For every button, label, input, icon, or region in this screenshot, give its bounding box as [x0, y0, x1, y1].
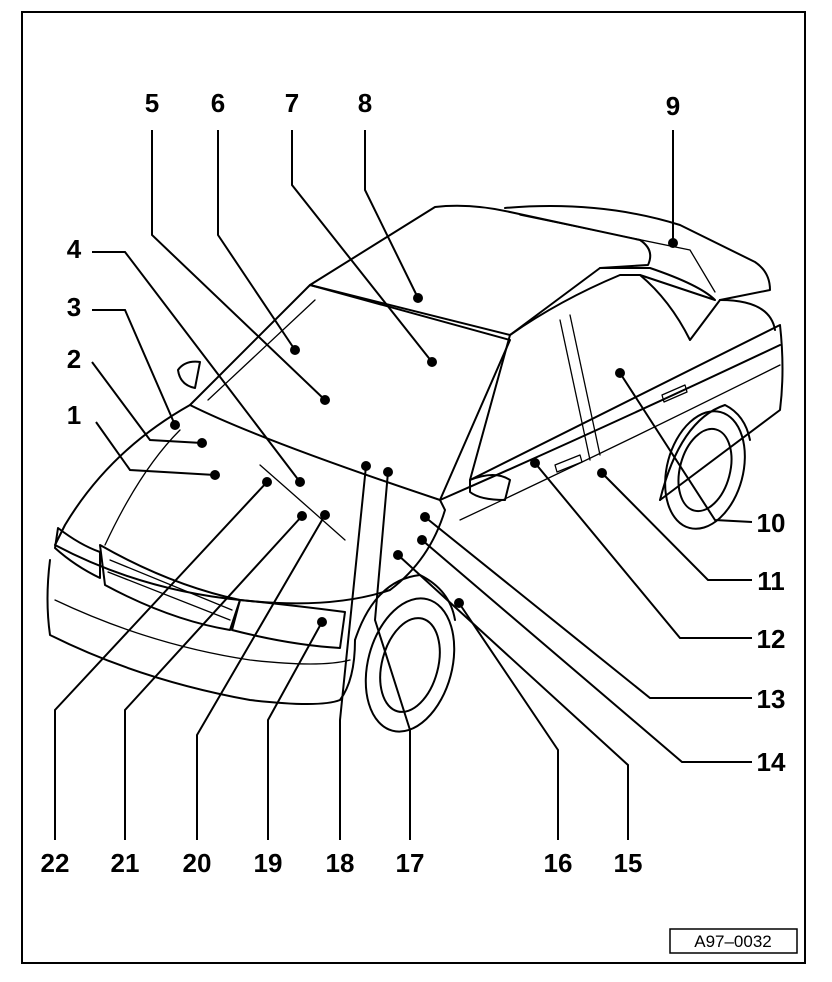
- leader-line-3: [92, 309, 176, 426]
- callout-labels: 1 2 3 4 5 6 7 8 9 10 11 12 13 14 15 16 1…: [41, 88, 786, 878]
- leader-line-15: [397, 554, 629, 840]
- leader-line-22: [54, 481, 268, 840]
- diagram-frame: [21, 11, 806, 964]
- callout-label-6: 6: [211, 88, 225, 118]
- callout-dot-10: [615, 368, 625, 378]
- callout-label-22: 22: [41, 848, 70, 878]
- leader-line-20: [196, 514, 326, 840]
- leader-line-8: [364, 130, 419, 299]
- callout-dot-7: [427, 357, 437, 367]
- leader-line-21: [124, 515, 303, 840]
- callout-dot-8: [413, 293, 423, 303]
- callout-label-7: 7: [285, 88, 299, 118]
- callout-dot-11: [597, 468, 607, 478]
- callout-dot-20: [320, 510, 330, 520]
- leader-line-1: [95, 421, 216, 476]
- leader-line-4: [92, 251, 301, 483]
- callout-dot-22: [262, 477, 272, 487]
- leader-line-7: [291, 130, 433, 363]
- callout-dot-19: [317, 617, 327, 627]
- leader-line-5: [151, 130, 326, 401]
- callout-dot-9: [668, 238, 678, 248]
- callout-label-3: 3: [67, 292, 81, 322]
- callout-label-9: 9: [666, 91, 680, 121]
- callout-dot-2: [197, 438, 207, 448]
- callout-dot-15: [393, 550, 403, 560]
- leader-line-11: [601, 472, 752, 581]
- callout-dot-21: [297, 511, 307, 521]
- leader-line-6: [217, 130, 296, 351]
- callout-dot-17: [383, 467, 393, 477]
- leader-line-14: [421, 539, 752, 763]
- callout-label-17: 17: [396, 848, 425, 878]
- callout-label-5: 5: [145, 88, 159, 118]
- callout-label-19: 19: [254, 848, 283, 878]
- leader-line-13: [424, 516, 752, 699]
- callout-label-2: 2: [67, 344, 81, 374]
- callout-label-10: 10: [757, 508, 786, 538]
- callout-label-16: 16: [544, 848, 573, 878]
- leader-line-19: [267, 621, 323, 840]
- figure-code: A97–0032: [694, 932, 772, 951]
- callout-dot-1: [210, 470, 220, 480]
- callout-label-13: 13: [757, 684, 786, 714]
- leader-lines: [54, 130, 753, 840]
- callout-dots: [170, 238, 678, 627]
- leader-line-18: [339, 465, 367, 840]
- callout-dot-6: [290, 345, 300, 355]
- callout-dot-14: [417, 535, 427, 545]
- car-illustration: [46, 204, 784, 733]
- callout-dot-12: [530, 458, 540, 468]
- callout-dot-5: [320, 395, 330, 405]
- callout-label-21: 21: [111, 848, 140, 878]
- figure-code-box: A97–0032: [669, 928, 798, 954]
- leader-line-12: [534, 462, 752, 639]
- callout-label-1: 1: [67, 400, 81, 430]
- callout-label-11: 11: [757, 566, 785, 596]
- callout-label-4: 4: [67, 234, 82, 264]
- callout-dot-3: [170, 420, 180, 430]
- callout-label-8: 8: [358, 88, 372, 118]
- leader-line-17: [373, 471, 411, 840]
- callout-dot-13: [420, 512, 430, 522]
- callout-label-15: 15: [614, 848, 643, 878]
- callout-dot-16: [454, 598, 464, 608]
- leader-line-10: [619, 372, 753, 523]
- leader-line-2: [91, 361, 203, 444]
- callout-label-14: 14: [757, 747, 786, 777]
- callout-dot-4: [295, 477, 305, 487]
- callout-label-20: 20: [183, 848, 212, 878]
- callout-label-18: 18: [326, 848, 355, 878]
- callout-label-12: 12: [757, 624, 786, 654]
- leader-line-16: [458, 602, 559, 840]
- callout-dot-18: [361, 461, 371, 471]
